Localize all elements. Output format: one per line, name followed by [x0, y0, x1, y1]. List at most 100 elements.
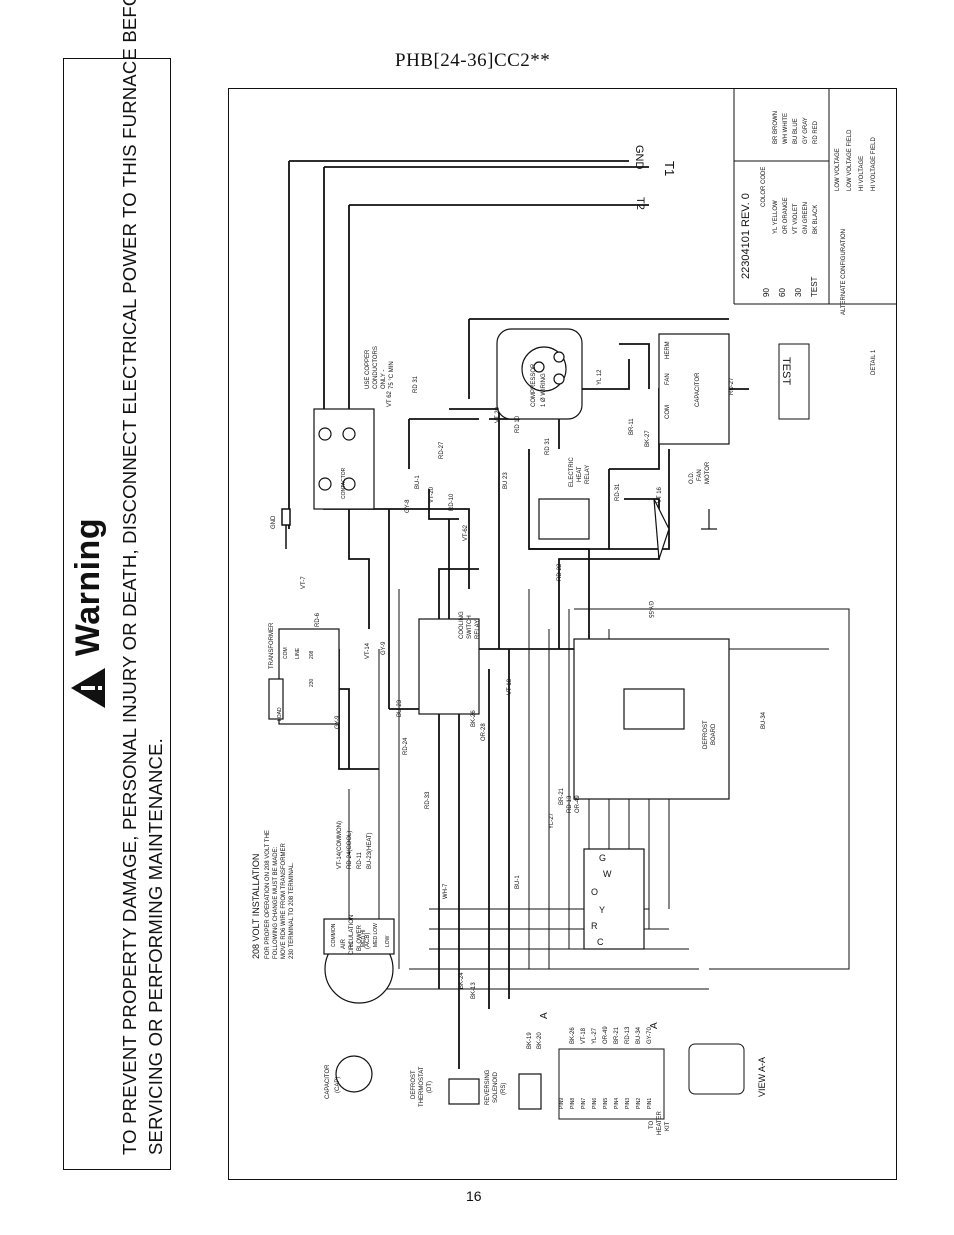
install-line-2: MOVE RD6 WIRE FROM TRANSFORMER: [281, 842, 287, 959]
section-mark-a-left: A: [539, 1012, 550, 1019]
defrost-board-label-0: DEFROST: [703, 720, 709, 749]
color-code-title: COLOR CODE: [761, 167, 767, 207]
wire-bk26: BK-26: [471, 710, 477, 727]
pin-6: PIN6: [592, 1098, 598, 1109]
heater-kit-label-0: TO: [649, 1120, 655, 1129]
wire-or49: OR-49: [575, 795, 581, 813]
wire-rd10: RD-10: [449, 493, 455, 511]
pin-3: PIN3: [625, 1098, 631, 1109]
fan-motor-label-2: MOTOR: [705, 461, 711, 484]
wire-bu1: BU-1: [515, 875, 521, 889]
wire-bk20: BK-20: [537, 1032, 543, 1049]
heat-relay-label-0: ELECTRIC: [569, 457, 575, 487]
wire-vt20b: VT 20: [495, 406, 501, 423]
terminal-o[interactable]: O: [591, 887, 598, 897]
transformer-tap-line: LINE: [295, 647, 301, 659]
wire-bu34: BU-34: [761, 711, 767, 729]
wire-br11: BR-11: [629, 418, 635, 435]
wire-rd10b: RD 10: [515, 415, 521, 433]
blower-tap-3: MED LOW: [373, 923, 379, 947]
wire-vt62b: VT 62: [387, 390, 393, 407]
blower-wire-3: BU-23(HEAT): [367, 832, 373, 869]
detail-test-90: 90: [762, 288, 771, 297]
warning-triangle-icon: [71, 668, 105, 709]
model-number: PHB[24-36]CC2**: [395, 50, 551, 71]
pin-wire-3: OR-49: [603, 1026, 609, 1044]
terminal-r[interactable]: R: [591, 921, 598, 931]
section-mark-a-right: A: [649, 1022, 660, 1029]
wire-or28: OR-28: [481, 723, 487, 741]
terminal-w[interactable]: W: [603, 869, 612, 879]
wire-vt16: VT 16: [657, 486, 663, 503]
cooling-relay-label-0: COOLING: [459, 611, 465, 639]
detail-1-test-pins: [778, 343, 810, 420]
blower-tap-2: MED HI: [361, 930, 367, 948]
voltage-legend-0: LOW VOLTAGE: [835, 148, 841, 191]
wire-rd31b: RD 31: [413, 375, 419, 393]
wire-bk27: BK-27: [645, 430, 651, 447]
wire-gy9: GY-9: [381, 641, 387, 655]
blower-capacitor: [335, 1055, 373, 1093]
detail-test-60: 60: [778, 288, 787, 297]
heater-kit-label-2: KIT: [665, 1121, 671, 1131]
wire-rd22: RD-22: [557, 563, 563, 581]
terminal-y[interactable]: Y: [599, 905, 605, 915]
page-number: 16: [466, 1188, 482, 1204]
solenoid-label-1: SOLENOID: [493, 1071, 499, 1103]
detail-1-label: DETAIL 1: [871, 349, 877, 375]
fan-motor: [653, 498, 670, 560]
pin-wire-6: BU-34: [636, 1026, 642, 1044]
warning-box: [63, 58, 171, 1170]
defrost-thermostat-label-0: DEFROST: [411, 1070, 417, 1099]
color-code-6: WH WHITE: [783, 113, 789, 144]
color-code-1: OR ORANGE: [783, 197, 789, 234]
wire-rd27b: RD-27: [729, 377, 735, 395]
blower-capacitor-label-1: (CAP): [335, 1077, 341, 1093]
detail-test-30: 30: [794, 288, 803, 297]
contactor: [313, 408, 375, 510]
copper-note-2: ONLY -: [381, 370, 387, 389]
blower-wire-2: RD-11: [357, 851, 363, 869]
wire-wh7: WH-7: [443, 883, 449, 899]
voltage-legend-3: HI VOLTAGE FIELD: [871, 137, 877, 191]
pin-7: PIN7: [581, 1098, 587, 1109]
wire-vt20: VT-20: [429, 486, 435, 503]
fan-motor-label-1: FAN: [697, 469, 703, 481]
revision-label: 22304101 REV. 0: [740, 193, 752, 279]
terminal-g[interactable]: G: [599, 853, 606, 863]
color-code-7: BU BLUE: [793, 118, 799, 144]
pin-9: PIN9: [559, 1098, 565, 1109]
solenoid-label-2: (RS): [501, 1083, 507, 1095]
wire-vt14: VT-14: [365, 642, 371, 659]
wire-yl12: YL 12: [597, 369, 603, 385]
wire-bk19: BK-19: [527, 1032, 533, 1049]
transformer-label: TRANSFORMER: [269, 622, 275, 669]
ground-label: GND: [271, 515, 277, 529]
color-code-5: BR BROWN: [773, 111, 779, 144]
wire-rd27: RD-27: [439, 441, 445, 459]
voltage-legend-2: HI VOLTAGE: [859, 156, 865, 191]
run-capacitor-herm: HERM: [665, 341, 671, 359]
warning-line-2: SERVICING OR PERFORMING MAINTENANCE.: [145, 738, 166, 1155]
run-capacitor-label: CAPACITOR: [695, 372, 701, 407]
heater-kit-label-1: HEATER: [657, 1110, 663, 1135]
copper-note-3: 75 °C MIN: [389, 361, 395, 389]
contactor-label: CONTACTOR: [341, 467, 347, 499]
pin-wire-7: GY-70: [647, 1027, 653, 1044]
color-code-4: BK BLACK: [813, 205, 819, 234]
detail-test-label: TEST: [780, 357, 792, 385]
wire-vt18: VT-18: [507, 678, 513, 695]
color-code-0: YL YELLOW: [773, 200, 779, 234]
wire-bu23: BU-23: [397, 699, 403, 717]
detail-test-test: TEST: [810, 276, 819, 297]
view-a-a-connector: [688, 1043, 745, 1095]
blower-label-3: (ACB): [365, 933, 371, 949]
pin-wire-2: YL-27: [592, 1027, 598, 1044]
install-line-3: 230 TERMINAL TO 208 TERMINAL.: [289, 862, 295, 959]
wire-gy8: GY-8: [405, 499, 411, 513]
blower-capacitor-label-0: CAPACITOR: [325, 1064, 331, 1099]
run-capacitor-com: COM: [665, 405, 671, 419]
blower-wire-1: RD-24(COOL): [347, 831, 353, 869]
warning-title: Warning: [68, 517, 107, 657]
terminal-c[interactable]: C: [597, 937, 604, 947]
